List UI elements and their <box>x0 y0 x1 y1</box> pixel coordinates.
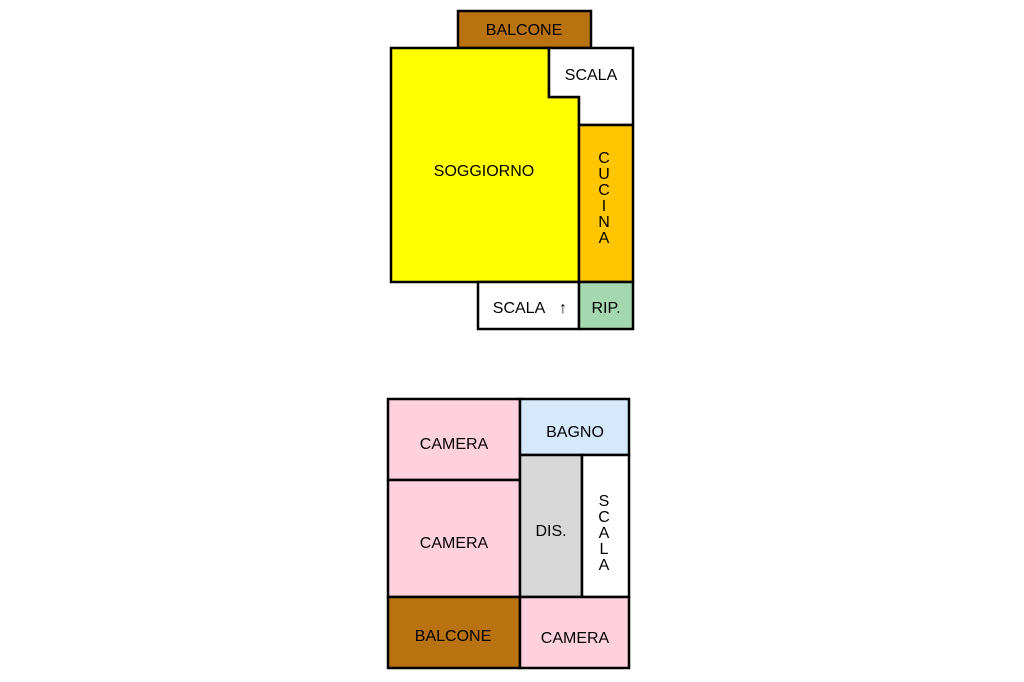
room-camera-1 <box>386 397 522 482</box>
label-bagno: BAGNO <box>546 424 604 441</box>
room-scala-bottom <box>476 280 581 331</box>
label-camera-3: CAMERA <box>541 630 610 647</box>
label-camera-1: CAMERA <box>420 436 489 453</box>
room-camera-2 <box>386 478 522 599</box>
room-scala-lower <box>580 453 631 599</box>
label-balcone-bottom: BALCONE <box>415 628 491 645</box>
label-camera-2: CAMERA <box>420 535 489 552</box>
label-soggiorno: SOGGIORNO <box>434 163 534 180</box>
label-scala-bottom: SCALA <box>493 300 546 317</box>
room-ripostiglio <box>577 280 635 331</box>
stair-arrow-icon: ↑ <box>559 300 567 317</box>
label-rip: RIP. <box>591 300 620 317</box>
room-camera-3 <box>518 595 631 670</box>
room-bagno <box>518 397 631 457</box>
label-balcone-top: BALCONE <box>486 22 562 39</box>
label-scala-top: SCALA <box>565 67 618 84</box>
label-dis: DIS. <box>535 523 566 540</box>
